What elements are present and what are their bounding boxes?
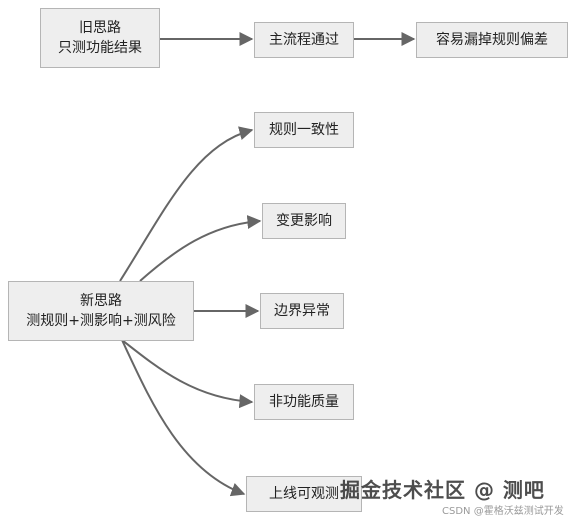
node-boundary-exception: 边界异常 xyxy=(260,293,344,329)
node-post-launch-observation-label: 上线可观测 xyxy=(269,486,339,502)
node-main-flow-pass: 主流程通过 xyxy=(254,22,354,58)
node-rule-consistency-label: 规则一致性 xyxy=(269,122,339,138)
node-new-path-title: 新思路 xyxy=(80,293,122,309)
node-non-functional-quality-label: 非功能质量 xyxy=(269,394,339,410)
edge-new-to-change-impact xyxy=(139,215,262,282)
node-non-functional-quality: 非功能质量 xyxy=(254,384,354,420)
node-post-launch-observation: 上线可观测 xyxy=(246,476,362,512)
node-new-path-subtitle: 测规则+测影响+测风险 xyxy=(26,313,176,329)
node-boundary-exception-label: 边界异常 xyxy=(274,303,330,319)
node-change-impact: 变更影响 xyxy=(262,203,346,239)
edge-new-to-post-launch xyxy=(121,339,246,497)
node-old-path: 旧思路 只测功能结果 xyxy=(40,8,160,68)
watermark-csdn: CSDN @霍格沃兹测试开发 xyxy=(442,506,564,517)
edge-new-to-non-functional xyxy=(121,339,254,409)
node-new-path: 新思路 测规则+测影响+测风险 xyxy=(8,281,194,341)
node-rule-bias: 容易漏掉规则偏差 xyxy=(416,22,568,58)
node-change-impact-label: 变更影响 xyxy=(276,213,332,229)
node-old-path-subtitle: 只测功能结果 xyxy=(58,40,142,56)
node-rule-consistency: 规则一致性 xyxy=(254,112,354,148)
node-old-path-title: 旧思路 xyxy=(79,20,121,36)
watermark-juejin: 掘金技术社区 @ 测吧 xyxy=(340,478,545,502)
edge-new-to-rule-consistency xyxy=(119,126,254,282)
node-rule-bias-label: 容易漏掉规则偏差 xyxy=(436,32,548,48)
node-main-flow-pass-label: 主流程通过 xyxy=(269,32,339,48)
